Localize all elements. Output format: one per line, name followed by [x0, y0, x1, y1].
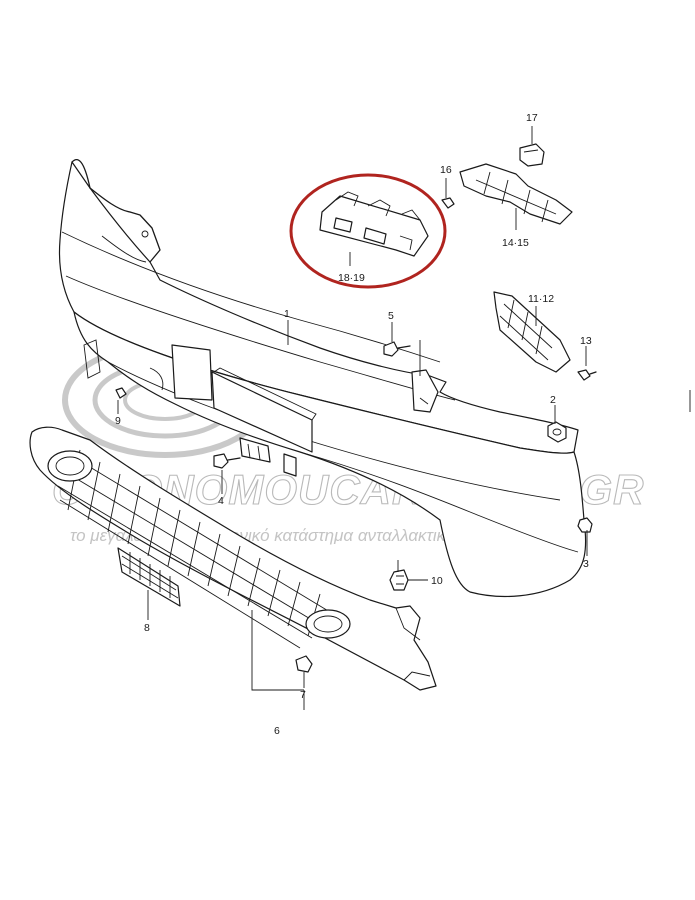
- part-16-screw: [441, 197, 455, 209]
- callout-4: 4: [218, 495, 224, 507]
- callout-17: 17: [526, 112, 538, 124]
- callout-11-12: 11·12: [528, 293, 554, 305]
- callout-3: 3: [583, 558, 589, 570]
- callout-6: 6: [274, 725, 280, 737]
- callout-8: 8: [144, 622, 150, 634]
- callout-16: 16: [440, 164, 452, 176]
- part-9-screw: [115, 387, 127, 399]
- part-10-clip: [389, 569, 409, 591]
- part-5-screw: [383, 341, 411, 357]
- callout-18-19: 18·19: [338, 272, 365, 284]
- callout-10: 10: [431, 575, 443, 587]
- callout-2: 2: [550, 394, 556, 406]
- part-7-clip: [295, 655, 313, 673]
- callout-14-15: 14·15: [502, 237, 529, 249]
- part-8-side-grille: [117, 547, 181, 607]
- callout-labels: 1 2 3 4 5 6 7 8 9 10 11·12 13 14·15 16 1…: [115, 112, 592, 737]
- diffuser-mesh: [57, 449, 331, 649]
- part-13-screw: [577, 369, 597, 381]
- callout-7: 7: [300, 689, 306, 701]
- part-1-rear-bumper: [58, 158, 587, 598]
- highlight-circle: [289, 173, 447, 289]
- callout-9: 9: [115, 415, 121, 427]
- callout-13: 13: [580, 335, 592, 347]
- fasteners: [115, 197, 597, 673]
- leader-lines: [117, 126, 588, 710]
- part-17-cap: [519, 143, 545, 167]
- part-11-12-side-bracket: [493, 291, 571, 373]
- callout-1: 1: [284, 308, 290, 320]
- part-3-nut: [577, 517, 593, 533]
- part-4-screw: [213, 453, 241, 469]
- part-6-lower-diffuser: [29, 426, 437, 691]
- callout-5: 5: [388, 310, 394, 322]
- part-2-nut: [547, 421, 567, 443]
- part-18-19-spacer-bracket: [319, 191, 429, 257]
- part-14-15-upper-bracket: [459, 163, 573, 225]
